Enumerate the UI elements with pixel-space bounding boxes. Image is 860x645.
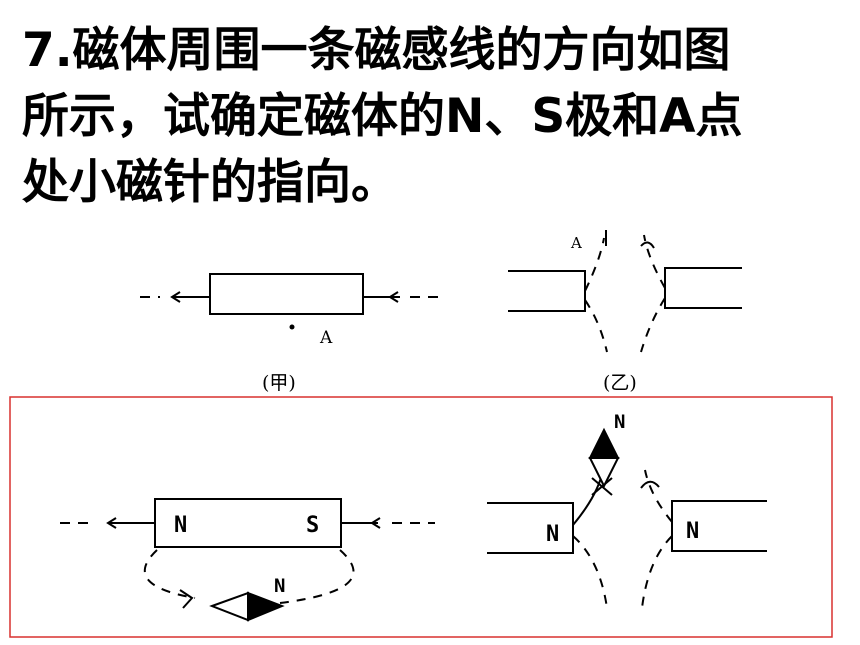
- magnet-right-yi: [664, 267, 742, 309]
- field-loop-left: [143, 549, 196, 599]
- field-loop-arrow: [179, 589, 194, 609]
- arrow-tick-2: [591, 477, 613, 496]
- answer-box: [9, 396, 833, 638]
- answer-left-figure: [60, 498, 435, 609]
- field-line-upper-left-yi: [584, 237, 605, 292]
- field-line-lower-left-answer: [572, 535, 608, 609]
- question-line-3: 处小磁针的指向。: [22, 155, 398, 210]
- compass-needle-n-half-right: [588, 427, 620, 459]
- point-a-label-yi: A: [570, 234, 582, 252]
- answer-right-figure: [487, 469, 767, 609]
- field-loop-right: [279, 549, 355, 604]
- arrow-right-jia: [388, 291, 399, 303]
- field-arrow-answer: [640, 480, 660, 489]
- pole-n-left-magnet: N: [174, 513, 187, 538]
- arrow-right-answer: [370, 517, 381, 529]
- field-line-lower-right-answer: [641, 535, 673, 609]
- point-a-dot-jia: [289, 324, 295, 330]
- magnet-left-answer: [487, 502, 574, 554]
- field-line-upper-right-yi: [643, 234, 666, 289]
- arrow-left-answer: [106, 517, 117, 529]
- arrow-left-jia: [170, 291, 181, 303]
- field-line-upper-left-answer: [572, 469, 604, 526]
- magnet-left-yi: [508, 270, 586, 312]
- figure-jia: [140, 273, 445, 315]
- caption-jia: (甲): [262, 372, 296, 394]
- field-arrow-yi: [640, 241, 655, 249]
- magnet-right-answer: [671, 500, 767, 552]
- point-a-label-jia: A: [319, 328, 333, 348]
- compass-needle-s-half-left: [209, 591, 249, 622]
- needle-n-label-left: N: [274, 575, 285, 597]
- pole-s-left-magnet: S: [306, 513, 319, 538]
- figure-yi: [508, 230, 742, 353]
- pole-n-right-magnet-right: N: [686, 519, 699, 544]
- field-line-lower-right-yi: [640, 297, 666, 353]
- compass-needle-n-half-left: [247, 591, 285, 622]
- bar-magnet-jia: [209, 273, 364, 315]
- caption-yi: (乙): [603, 372, 637, 394]
- question-line-2: 所示，试确定磁体的N、S极和A点: [22, 89, 743, 144]
- needle-n-label-right: N: [614, 411, 625, 433]
- field-line-lower-left-yi: [584, 299, 608, 353]
- field-line-upper-right-answer: [644, 469, 673, 523]
- compass-needle-s-half-right: [588, 457, 620, 489]
- question-text: 7.磁体周围一条磁感线的方向如图 所示，试确定磁体的N、S极和A点 处小磁针的指…: [22, 18, 842, 216]
- pole-n-right-magnet-left: N: [546, 522, 559, 547]
- question-line-1: 7.磁体周围一条磁感线的方向如图: [22, 23, 731, 78]
